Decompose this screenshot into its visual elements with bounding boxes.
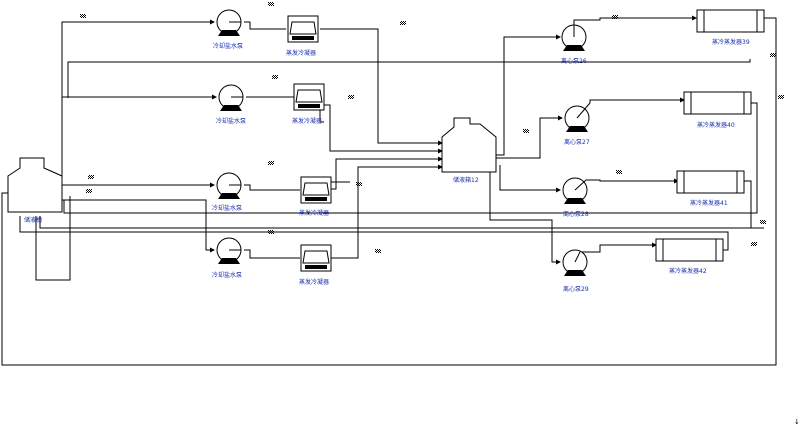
tank-label: 储液槽 [24,216,42,224]
centrifugal-pump-27: 离心泵27 [564,102,591,146]
cooling-pump-label: 冷却盐水泵 [213,42,243,50]
condenser-1: 蒸发冷凝器 [286,15,319,57]
cooling-pump-1: 冷却盐水泵 [213,9,243,50]
condenser-3: 蒸发冷凝器 [299,176,332,217]
stream-marker [348,95,354,99]
stream-marker [80,14,86,18]
condenser-label: 蒸发冷凝器 [286,49,316,57]
evaporator-label: 蒸冷蒸发器39 [712,38,750,46]
stream-marker [770,53,776,57]
evaporator-42: 蒸冷蒸发器42 [655,238,724,275]
stream-markers [80,2,784,253]
centrifugal-pump-label: 离心泵27 [564,138,590,146]
centrifugal-pump-26: 离心泵26 [561,24,587,65]
centrifugal-pump-29: 离心泵29 [562,249,589,293]
storage-tank: 储液槽 [7,157,63,224]
stream-marker [88,175,94,179]
cooling-pump-3: 冷却盐水泵 [212,172,242,212]
cooling-pump-4: 冷却盐水泵 [212,237,242,279]
centrifugal-pump-label: 离心泵26 [561,57,587,65]
centrifugal-pump-28: 离心泵28 [562,177,589,218]
condenser-label: 蒸发冷凝器 [299,278,329,286]
cooling-pump-label: 冷却盐水泵 [212,271,242,279]
stream-marker [400,21,406,25]
cooling-pump-2: 冷却盐水泵 [216,84,246,125]
stream-marker [616,170,622,174]
centrifugal-pump-label: 离心泵29 [563,285,589,293]
cooling-pump-label: 冷却盐水泵 [216,117,246,125]
condenser-label: 蒸发冷凝器 [292,117,322,125]
stream-marker [778,95,784,99]
evaporator-39: 蒸冷蒸发器39 [696,9,765,46]
pipe-network [1,15,777,366]
stream-marker [375,249,381,253]
stream-marker [760,220,766,224]
stream-marker [86,189,92,193]
stream-marker [272,75,278,79]
stream-marker [268,230,274,234]
evaporator-label: 蒸冷蒸发器42 [669,267,707,275]
stream-marker [612,15,618,19]
centrifugal-pump-label: 离心泵28 [563,210,589,218]
collector-tank: 储液箱12 [441,117,497,184]
evaporator-40: 蒸冷蒸发器40 [683,91,752,129]
cooling-pump-label: 冷却盐水泵 [212,204,242,212]
collector-label: 储液箱12 [453,176,479,184]
condenser-2: 蒸发冷凝器 [292,83,325,125]
stream-marker [268,2,274,6]
condenser-4: 蒸发冷凝器 [299,244,332,286]
evaporator-label: 蒸冷蒸发器41 [690,199,728,207]
evaporator-label: 蒸冷蒸发器40 [697,121,735,129]
stream-marker [356,182,362,186]
condenser-label: 蒸发冷凝器 [299,209,329,217]
stream-marker [523,129,529,133]
stream-marker [268,161,274,165]
corner-arrow-icon: ↓ [794,418,800,426]
stream-marker [751,242,757,246]
evaporator-41: 蒸冷蒸发器41 [676,170,745,207]
